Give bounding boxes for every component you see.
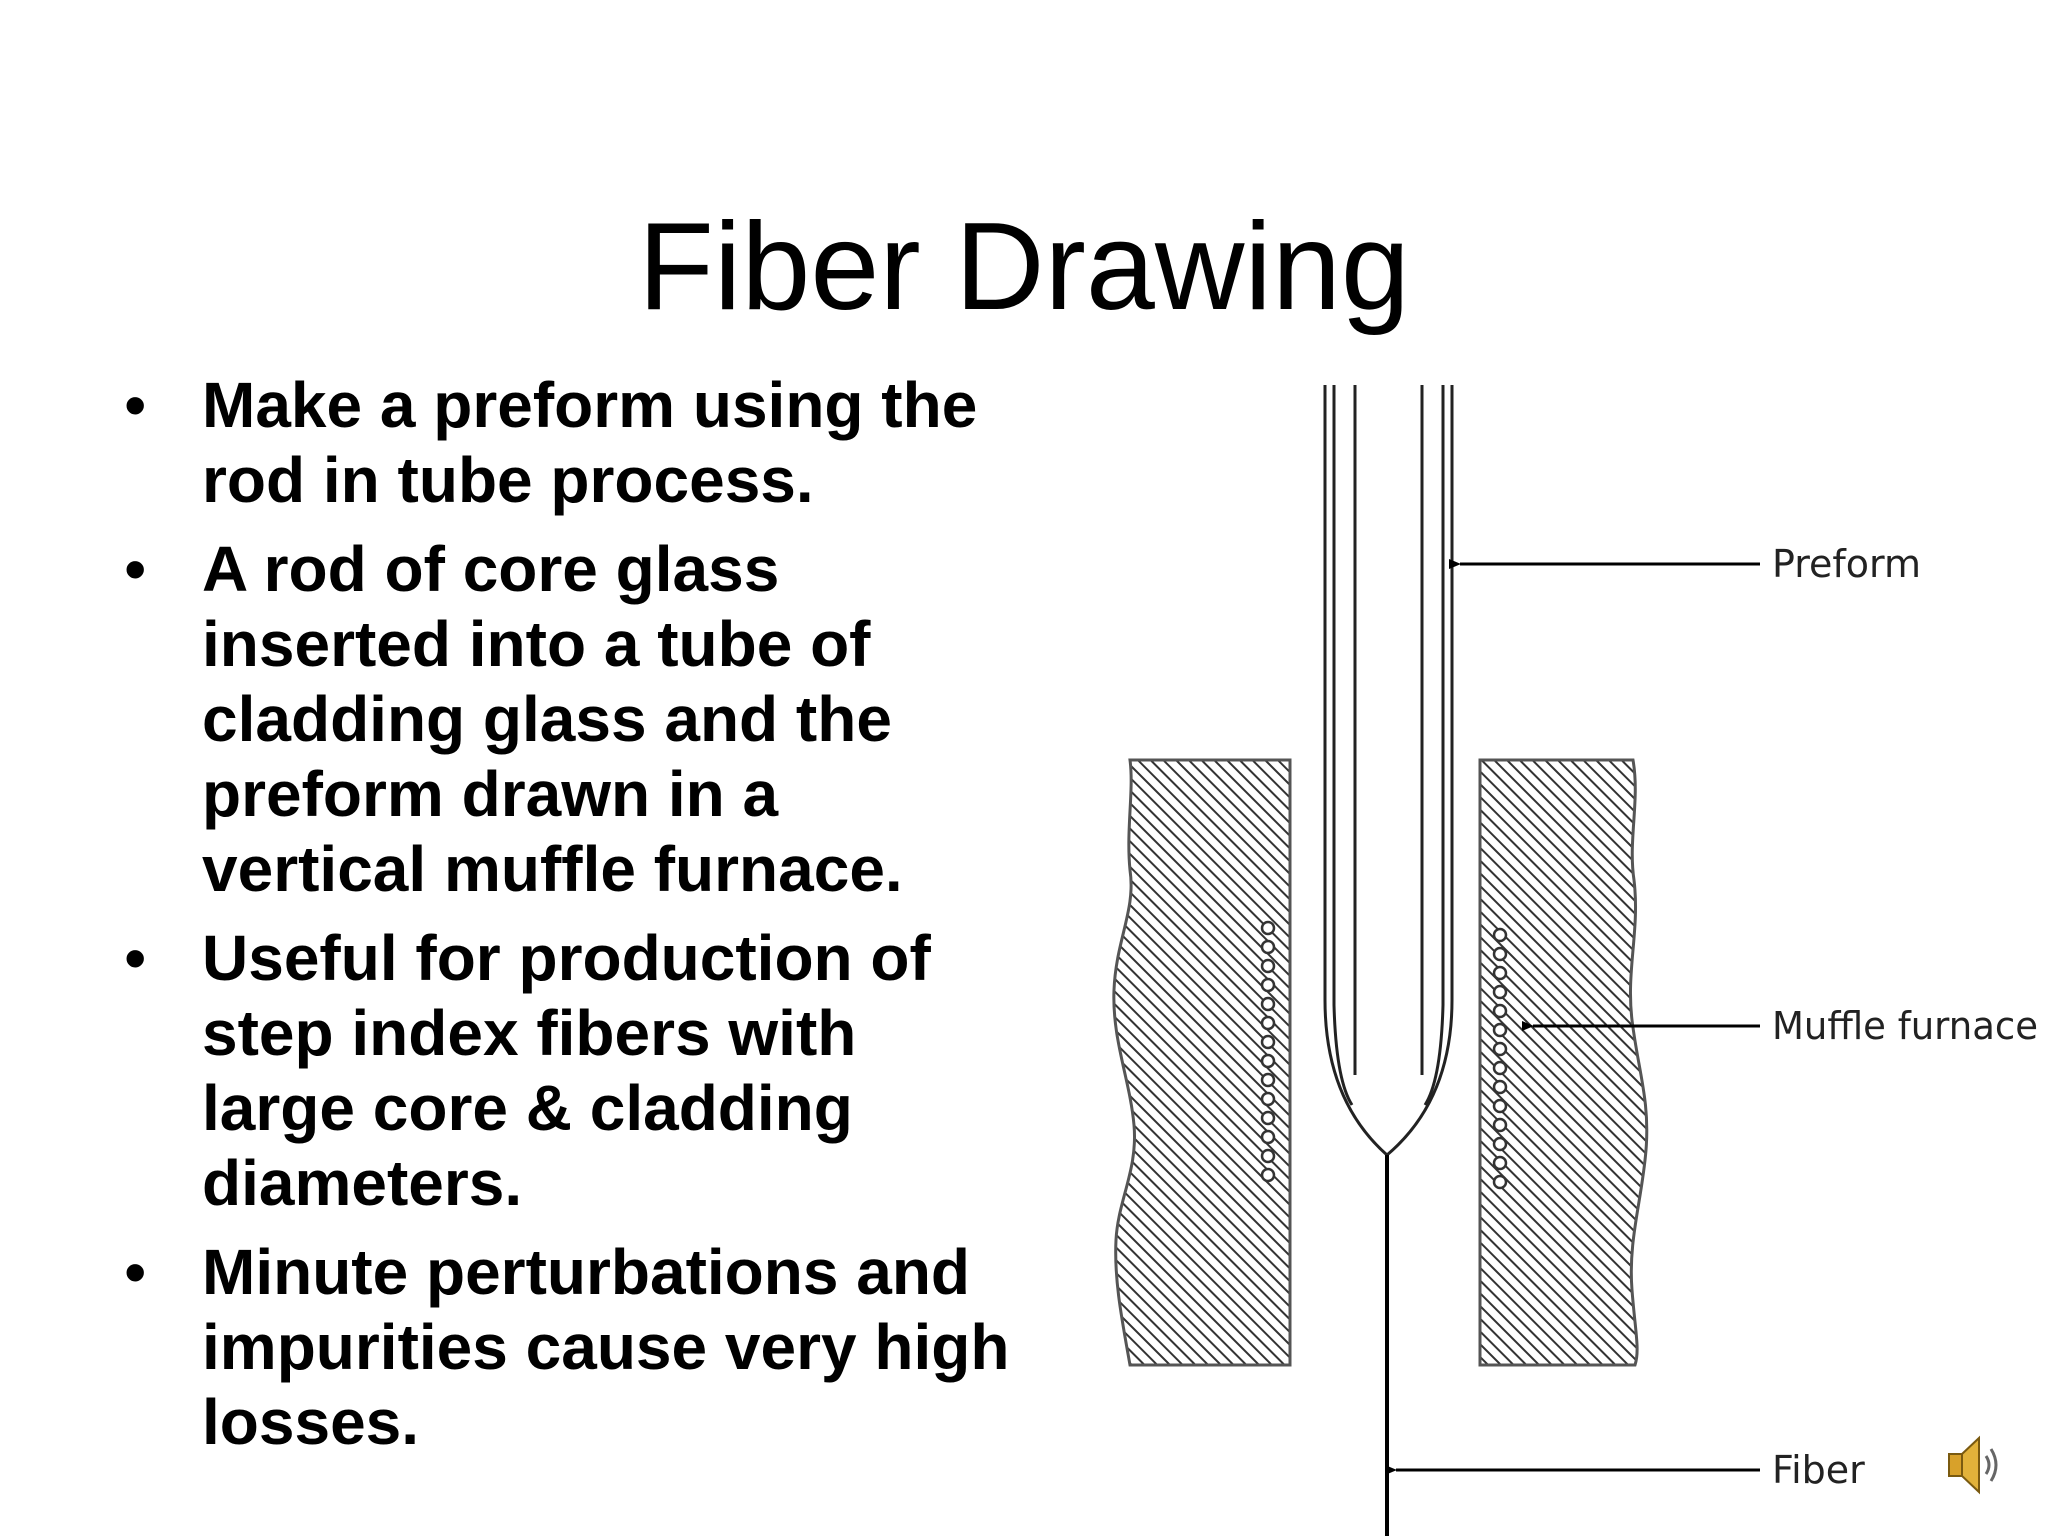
bullet-glyph: • xyxy=(124,369,147,441)
furnace-right-wall xyxy=(1478,758,1649,1367)
bullet-text: A rod of core glass inserted into a tube… xyxy=(202,533,903,905)
bullet-glyph: • xyxy=(124,533,147,605)
bullet-glyph: • xyxy=(124,922,147,994)
bullet-item: • Minute perturbations and impurities ca… xyxy=(120,1235,1020,1460)
muffle-furnace-label: Muffle furnace xyxy=(1772,1004,2038,1048)
bullet-text: Useful for production of step index fibe… xyxy=(202,922,931,1219)
fiber-drawing-diagram: Preform Muffle furnace Fiber xyxy=(1112,385,2038,1536)
bullet-text: Make a preform using the rod in tube pro… xyxy=(202,369,978,516)
bullet-item: • Useful for production of step index fi… xyxy=(120,921,1020,1221)
heating-coils-right xyxy=(1492,927,1508,1190)
furnace-left-wall xyxy=(1112,758,1292,1367)
preform-label: Preform xyxy=(1772,542,1921,586)
bullet-list: • Make a preform using the rod in tube p… xyxy=(120,368,1020,1474)
fiber-label: Fiber xyxy=(1772,1448,1865,1492)
preform xyxy=(1323,385,1454,1157)
bullet-glyph: • xyxy=(124,1236,147,1308)
bullet-text: Minute perturbations and impurities caus… xyxy=(202,1236,1010,1458)
speaker-icon[interactable] xyxy=(1945,1432,2009,1498)
bullet-item: • A rod of core glass inserted into a tu… xyxy=(120,532,1020,907)
bullet-item: • Make a preform using the rod in tube p… xyxy=(120,368,1020,518)
slide-title: Fiber Drawing xyxy=(638,198,1410,337)
heating-coils-left xyxy=(1260,920,1276,1183)
